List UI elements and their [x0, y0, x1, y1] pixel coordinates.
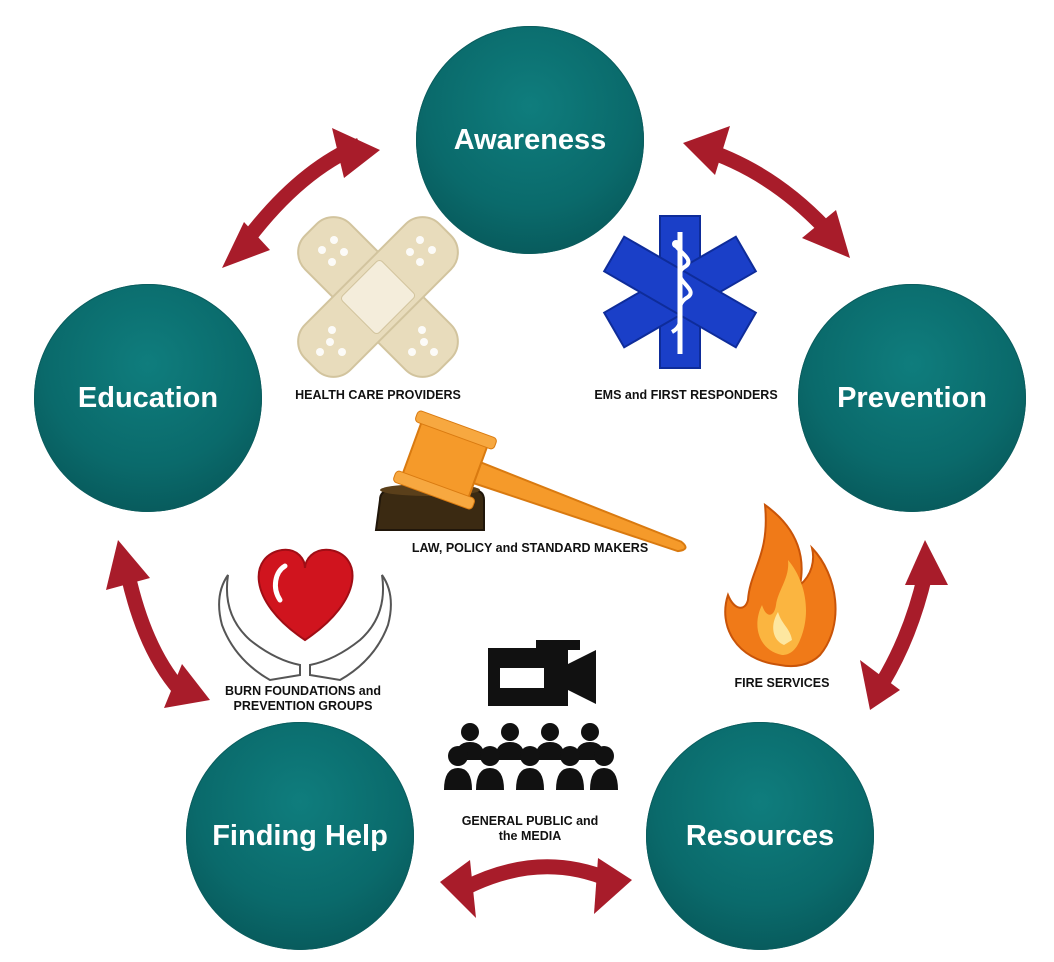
- camera-audience-icon: [444, 640, 618, 790]
- arrow-finding-help-education: [106, 540, 210, 708]
- label-law-policy: LAW, POLICY and STANDARD MAKERS: [411, 541, 649, 555]
- label-burn-foundations-line1: BURN FOUNDATIONS and: [224, 684, 381, 698]
- node-resources-label: Resources: [685, 819, 835, 852]
- arrow-resources-finding-help: [440, 858, 632, 918]
- label-general-public-line1: GENERAL PUBLIC and: [461, 814, 599, 828]
- label-ems-first-responders: EMS and FIRST RESPONDERS: [594, 388, 778, 402]
- node-resources: Resources: [646, 722, 874, 950]
- node-education-label: Education: [77, 381, 219, 414]
- arrow-education-awareness: [222, 128, 380, 268]
- label-general-public-line2: the MEDIA: [498, 829, 562, 843]
- node-education: Education: [34, 284, 262, 512]
- label-fire-services: FIRE SERVICES: [734, 676, 830, 690]
- heart-in-hands-icon: [218, 548, 392, 682]
- arrow-awareness-prevention: [683, 126, 850, 258]
- star-of-life-icon: [602, 215, 758, 369]
- gavel-icon: [374, 410, 687, 553]
- label-general-public: GENERAL PUBLIC and the MEDIA: [430, 814, 630, 844]
- node-finding-help: Finding Help: [186, 722, 414, 950]
- label-burn-foundations-line2: PREVENTION GROUPS: [233, 699, 373, 713]
- node-prevention-label: Prevention: [837, 381, 987, 414]
- node-finding-help-label: Finding Help: [212, 819, 388, 852]
- label-burn-foundations: BURN FOUNDATIONS and PREVENTION GROUPS: [200, 684, 406, 714]
- node-prevention: Prevention: [798, 284, 1026, 512]
- node-awareness: Awareness: [416, 26, 644, 254]
- bandage-icon: [297, 216, 459, 378]
- label-health-care-providers: HEALTH CARE PROVIDERS: [295, 388, 461, 402]
- arrow-prevention-resources: [860, 540, 948, 710]
- node-awareness-label: Awareness: [453, 123, 607, 156]
- flame-icon: [724, 502, 837, 668]
